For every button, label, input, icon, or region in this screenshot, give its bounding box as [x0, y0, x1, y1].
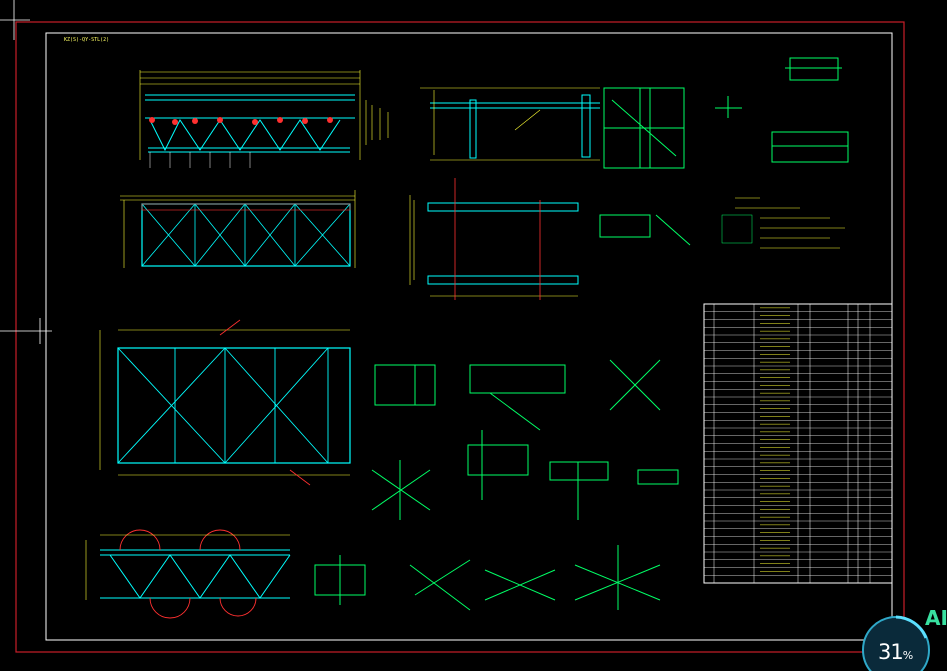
crosshair-cursor-icon [0, 0, 52, 344]
zoom-percent-value: 31 [878, 640, 904, 664]
bottom-truss-elevation[interactable] [85, 529, 291, 619]
corner-tag[interactable]: AI [925, 606, 947, 630]
bracing-plan-view[interactable] [99, 319, 351, 486]
zoom-percent-unit: % [902, 649, 914, 662]
detail-top-right[interactable] [715, 57, 849, 163]
bottom-node-details[interactable] [314, 545, 661, 611]
truss-elevation-view[interactable] [139, 70, 389, 168]
side-section-view[interactable] [420, 87, 685, 169]
beam-detail-view[interactable] [409, 178, 691, 300]
zoom-indicator[interactable] [862, 615, 930, 671]
parts-table[interactable] [703, 303, 893, 584]
sheet-label: KZ(S)-QY-STL(2) [64, 37, 110, 43]
notes-block [721, 197, 845, 249]
connection-details[interactable] [371, 359, 679, 520]
outer-sheet-border [15, 21, 905, 653]
truss-plan-view[interactable] [120, 190, 356, 268]
zoom-percent-text[interactable]: 31% [878, 640, 914, 664]
